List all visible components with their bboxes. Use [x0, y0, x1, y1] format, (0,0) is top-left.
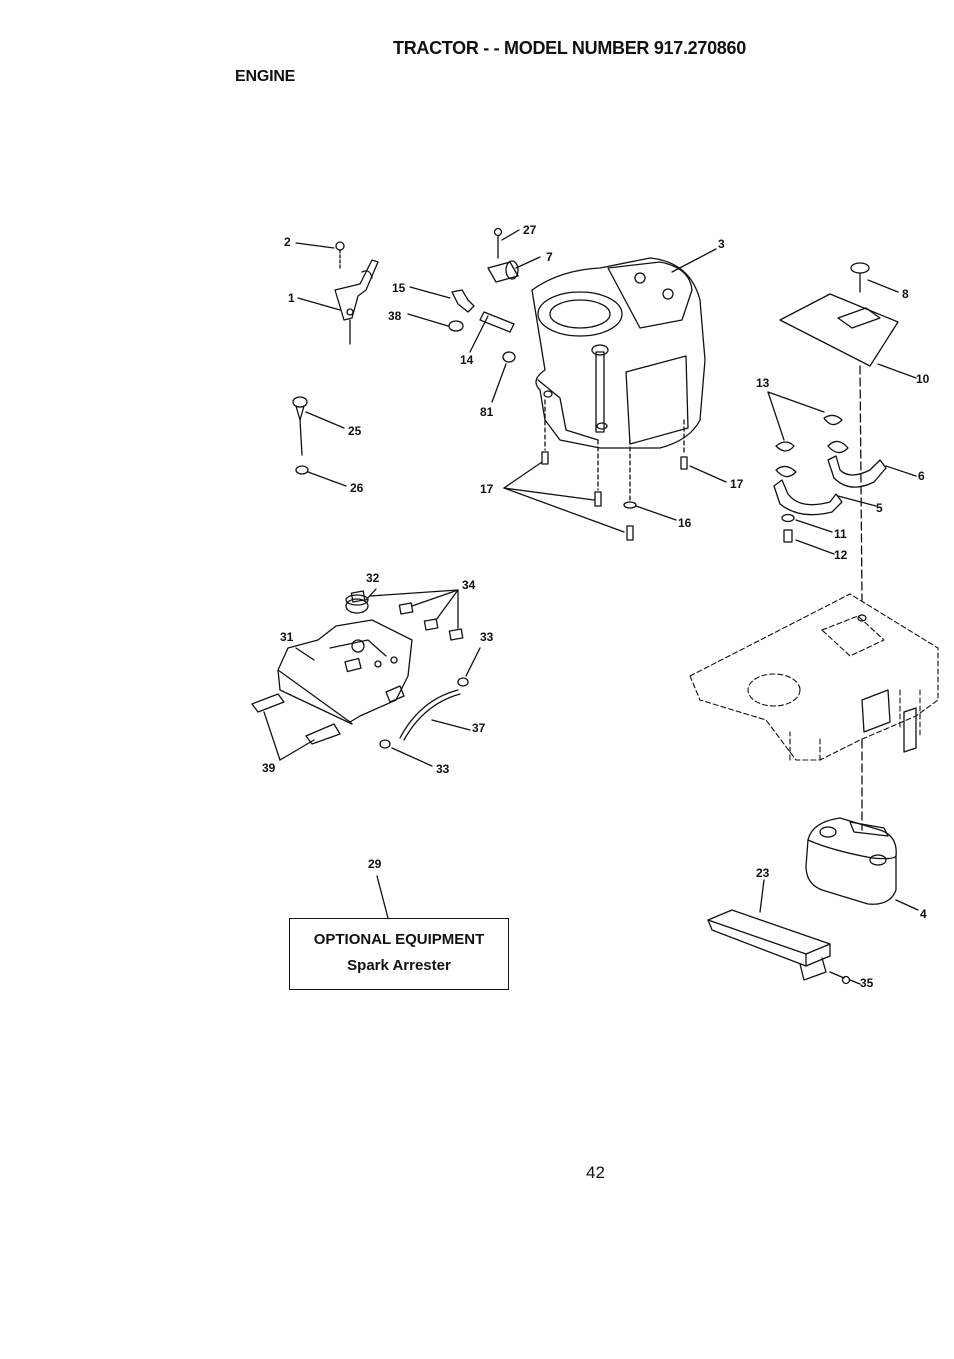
optional-equipment-box: OPTIONAL EQUIPMENT Spark Arrester: [289, 918, 509, 990]
callout-26: 26: [350, 481, 364, 495]
section-heading: ENGINE: [235, 68, 296, 85]
callout-8: 8: [902, 287, 909, 301]
callout-15: 15: [392, 281, 406, 295]
frame-part: [689, 593, 939, 761]
callout-31: 31: [280, 630, 294, 644]
callout-23: 23: [756, 866, 770, 880]
callout-14: 14: [460, 353, 474, 367]
callout-33b: 33: [436, 762, 450, 776]
callout-7: 7: [546, 250, 553, 264]
choke-knob-part: [292, 396, 309, 475]
callout-35: 35: [860, 976, 874, 990]
callout-16: 16: [678, 516, 692, 530]
muffler-part: [805, 817, 897, 905]
callout-10: 10: [916, 372, 930, 386]
engine-part: [531, 257, 706, 449]
callout-17b: 17: [730, 477, 744, 491]
callout-labels: 1 2 3 4 5 6 7 8 10 11 12 13 14 15 16 17 …: [262, 223, 930, 990]
callout-27: 27: [523, 223, 537, 237]
exhaust-pipes-part: [773, 414, 887, 543]
callout-5: 5: [876, 501, 883, 515]
callout-81: 81: [480, 405, 494, 419]
shroud-part: [251, 590, 469, 749]
callout-33a: 33: [480, 630, 494, 644]
callout-13: 13: [756, 376, 770, 390]
callout-11: 11: [834, 527, 847, 541]
callout-4: 4: [920, 907, 927, 921]
page-number: 42: [586, 1163, 605, 1182]
heat-shield-part: [779, 262, 899, 367]
callout-2: 2: [284, 235, 291, 249]
callout-1: 1: [288, 291, 295, 305]
callout-38: 38: [388, 309, 402, 323]
callout-12: 12: [834, 548, 848, 562]
callout-39: 39: [262, 761, 276, 775]
optional-equipment-heading: OPTIONAL EQUIPMENT: [313, 931, 485, 948]
throttle-bracket-part: [334, 241, 379, 345]
callout-3: 3: [718, 237, 725, 251]
callout-29: 29: [368, 857, 382, 871]
callout-37: 37: [472, 721, 486, 735]
callout-25: 25: [348, 424, 362, 438]
callout-32: 32: [366, 571, 380, 585]
fuel-fittings-part: [448, 227, 519, 363]
callout-34: 34: [462, 578, 476, 592]
callout-6: 6: [918, 469, 925, 483]
engine-bolts-part: [544, 399, 685, 501]
callout-17a: 17: [480, 482, 494, 496]
page-title: TRACTOR - - MODEL NUMBER 917.270860: [393, 38, 746, 58]
muffler-guard-part: [707, 909, 851, 985]
optional-equipment-item: Spark Arrester: [347, 957, 451, 974]
